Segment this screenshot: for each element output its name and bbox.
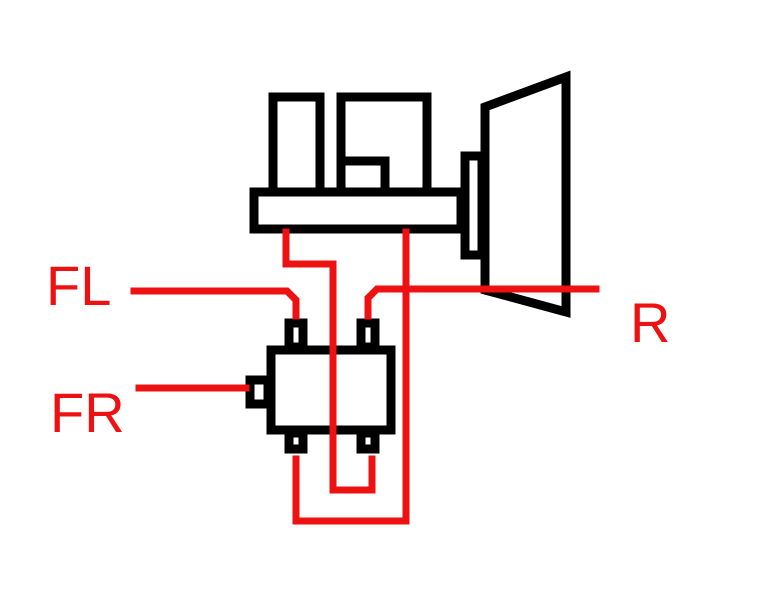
motor-assembly xyxy=(249,70,571,318)
base-beam xyxy=(249,187,466,234)
label-fr: FR xyxy=(50,381,125,444)
fitting-bottom-right xyxy=(356,428,380,454)
left-block xyxy=(268,92,325,197)
middle-block xyxy=(336,92,432,197)
label-fl: FL xyxy=(46,254,111,317)
fitting-top-left xyxy=(284,318,308,352)
mounting-flange xyxy=(460,151,487,260)
fitting-bottom-left xyxy=(284,428,308,454)
wire-loop-outer xyxy=(292,228,410,525)
fitting-side-left xyxy=(245,375,273,409)
wire-loop-inner xyxy=(282,228,376,494)
fitting-top-right xyxy=(356,318,380,352)
label-r: R xyxy=(630,291,670,354)
wire-r xyxy=(364,285,600,320)
distribution-block xyxy=(245,318,396,454)
wire-fl xyxy=(130,287,300,320)
funnel-body xyxy=(480,70,571,318)
wires xyxy=(130,228,600,525)
